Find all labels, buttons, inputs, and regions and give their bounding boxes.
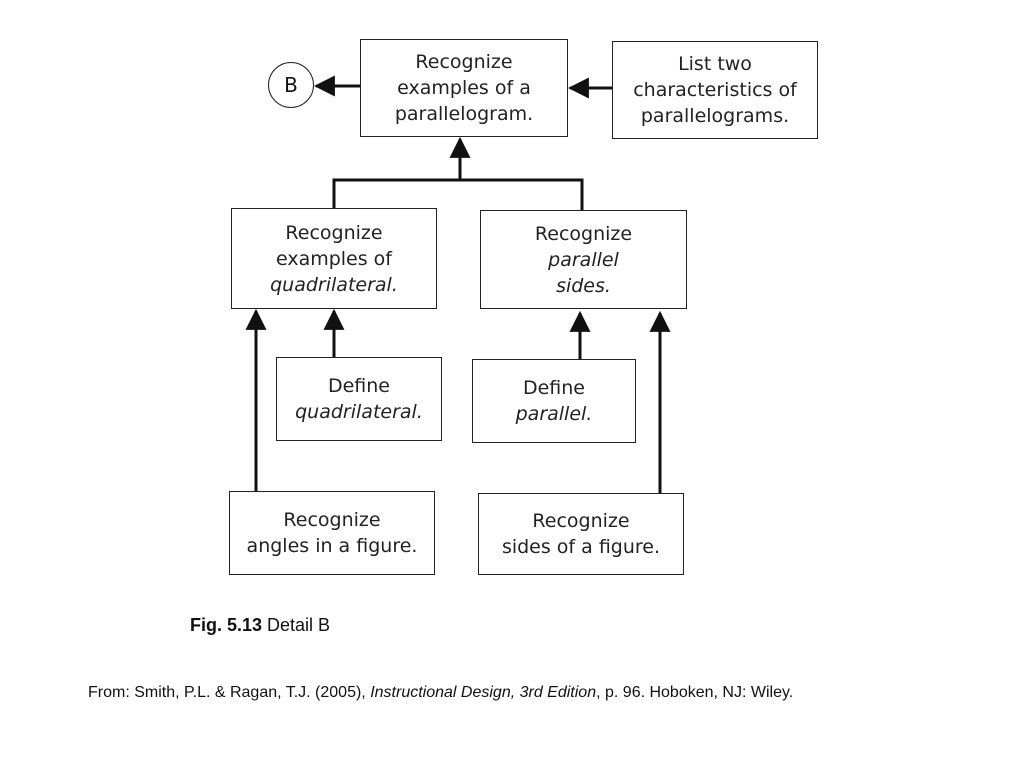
source-citation: From: Smith, P.L. & Ragan, T.J. (2005), … xyxy=(88,681,928,704)
box-text: Define xyxy=(522,377,585,399)
box-text: angles in a figure. xyxy=(246,535,418,557)
box-text-italic: parallel. xyxy=(515,403,593,425)
bracket-to-parallelogram xyxy=(332,178,584,210)
box-text: quadrilateral. xyxy=(295,399,423,425)
box-text: Recognize xyxy=(285,221,383,244)
box-text: parallelograms. xyxy=(640,105,790,127)
box-text: Recognize xyxy=(534,222,633,245)
box-recognize-parallelogram: Recognize examples of a parallelogram. xyxy=(360,39,568,137)
box-define-parallel: Define parallel. xyxy=(472,359,636,443)
citation-publisher: , p. 96. Hoboken, NJ: Wiley. xyxy=(596,684,794,701)
box-text: parallelogram. xyxy=(394,103,534,125)
connector-b-circle: B xyxy=(268,62,314,108)
box-text: examples of a xyxy=(397,77,531,99)
box-text: Recognize xyxy=(415,51,513,73)
citation-title: Instructional Design, 3rd Edition xyxy=(370,684,597,701)
box-text: Define xyxy=(327,375,390,397)
box-text: examples of xyxy=(275,247,393,270)
box-recognize-sides: Recognize sides of a figure. xyxy=(478,493,684,575)
citation-authors: From: Smith, P.L. & Ragan, T.J. (2005), xyxy=(88,684,371,701)
box-text-italic: sides. xyxy=(556,274,611,297)
box-text: quadrilateral. xyxy=(270,272,398,298)
box-text: Recognize xyxy=(532,510,630,532)
box-text: parallel xyxy=(535,247,632,273)
connector-b-label: B xyxy=(284,73,298,97)
box-text-italic: quadrilateral. xyxy=(295,401,423,423)
box-text-italic: parallel xyxy=(548,248,619,271)
box-define-quadrilateral: Define quadrilateral. xyxy=(276,357,442,441)
box-text: characteristics of xyxy=(633,79,797,101)
box-text: sides. xyxy=(535,273,632,299)
box-recognize-angles: Recognize angles in a figure. xyxy=(229,491,435,575)
box-text-italic: quadrilateral. xyxy=(270,273,398,296)
box-text: Recognize xyxy=(283,509,381,531)
box-text: List two xyxy=(678,53,752,75)
figure-number: Fig. 5.13 xyxy=(190,615,263,635)
figure-title: Detail B xyxy=(262,615,331,635)
box-list-characteristics: List two characteristics of parallelogra… xyxy=(612,41,818,139)
box-recognize-quadrilateral: Recognize examples of quadrilateral. xyxy=(231,208,437,309)
box-recognize-parallel-sides: Recognize parallel sides. xyxy=(480,210,687,309)
box-text: parallel. xyxy=(516,401,593,427)
box-text: sides of a figure. xyxy=(501,536,661,558)
figure-caption: Fig. 5.13 Detail B xyxy=(190,615,330,636)
